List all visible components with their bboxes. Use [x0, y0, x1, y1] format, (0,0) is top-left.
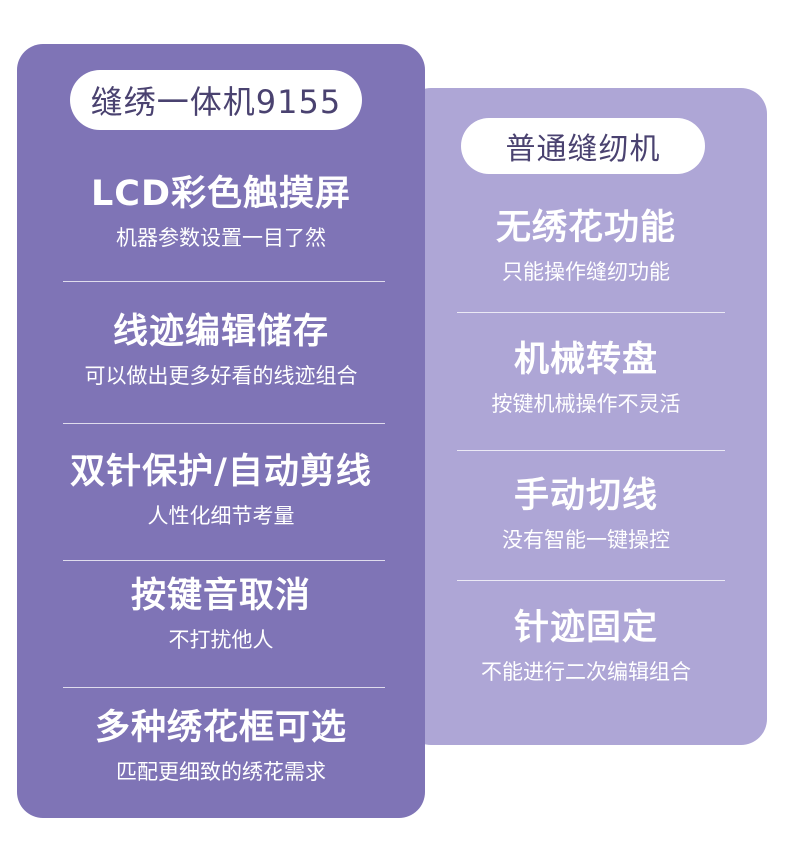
ordinary-feature-2: 机械转盘 按键机械操作不灵活 [405, 338, 767, 418]
feature-title: 无绣花功能 [495, 208, 676, 248]
divider [63, 560, 385, 561]
divider [63, 687, 385, 688]
feature-desc: 不能进行二次编辑组合 [481, 660, 691, 684]
ordinary-machine-header: 普通缝纫机 [461, 118, 705, 174]
feature-title: 多种绣花框可选 [94, 708, 347, 748]
ordinary-feature-3: 手动切线 没有智能一键操控 [405, 474, 767, 554]
feature-desc: 匹配更细致的绣花需求 [116, 760, 326, 784]
embroidery-feature-2: 线迹编辑储存 可以做出更多好看的线迹组合 [17, 310, 425, 390]
feature-title: 手动切线 [513, 476, 658, 516]
embroidery-feature-3: 双针保护/自动剪线 人性化细节考量 [17, 450, 425, 530]
feature-desc: 人性化细节考量 [147, 504, 295, 528]
ordinary-feature-1: 无绣花功能 只能操作缝纫功能 [405, 206, 767, 286]
embroidery-feature-4: 按键音取消 不打扰他人 [17, 574, 425, 654]
divider [457, 450, 725, 451]
divider [63, 281, 385, 282]
feature-title: 线迹编辑储存 [112, 312, 329, 352]
embroidery-machine-header: 缝绣一体机9155 [70, 70, 362, 130]
feature-title: 机械转盘 [513, 340, 658, 380]
embroidery-feature-1: LCD彩色触摸屏 机器参数设置一目了然 [17, 172, 425, 252]
feature-title: 按键音取消 [130, 576, 311, 616]
ordinary-feature-4: 针迹固定 不能进行二次编辑组合 [405, 606, 767, 686]
divider [63, 423, 385, 424]
feature-desc: 没有智能一键操控 [502, 528, 670, 552]
ordinary-machine-card: 普通缝纫机 无绣花功能 只能操作缝纫功能 机械转盘 按键机械操作不灵活 手动切线… [405, 88, 767, 745]
feature-desc: 机器参数设置一目了然 [116, 226, 326, 250]
feature-desc: 按键机械操作不灵活 [491, 392, 681, 416]
embroidery-machine-card: 缝绣一体机9155 LCD彩色触摸屏 机器参数设置一目了然 线迹编辑储存 可以做… [17, 44, 425, 818]
embroidery-feature-5: 多种绣花框可选 匹配更细致的绣花需求 [17, 706, 425, 786]
feature-desc: 可以做出更多好看的线迹组合 [84, 364, 358, 388]
feature-title: 双针保护/自动剪线 [70, 452, 372, 492]
feature-desc: 只能操作缝纫功能 [502, 260, 670, 284]
feature-title: 针迹固定 [513, 608, 658, 648]
feature-desc: 不打扰他人 [168, 628, 274, 652]
feature-title: LCD彩色触摸屏 [90, 174, 352, 214]
divider [457, 580, 725, 581]
divider [457, 312, 725, 313]
